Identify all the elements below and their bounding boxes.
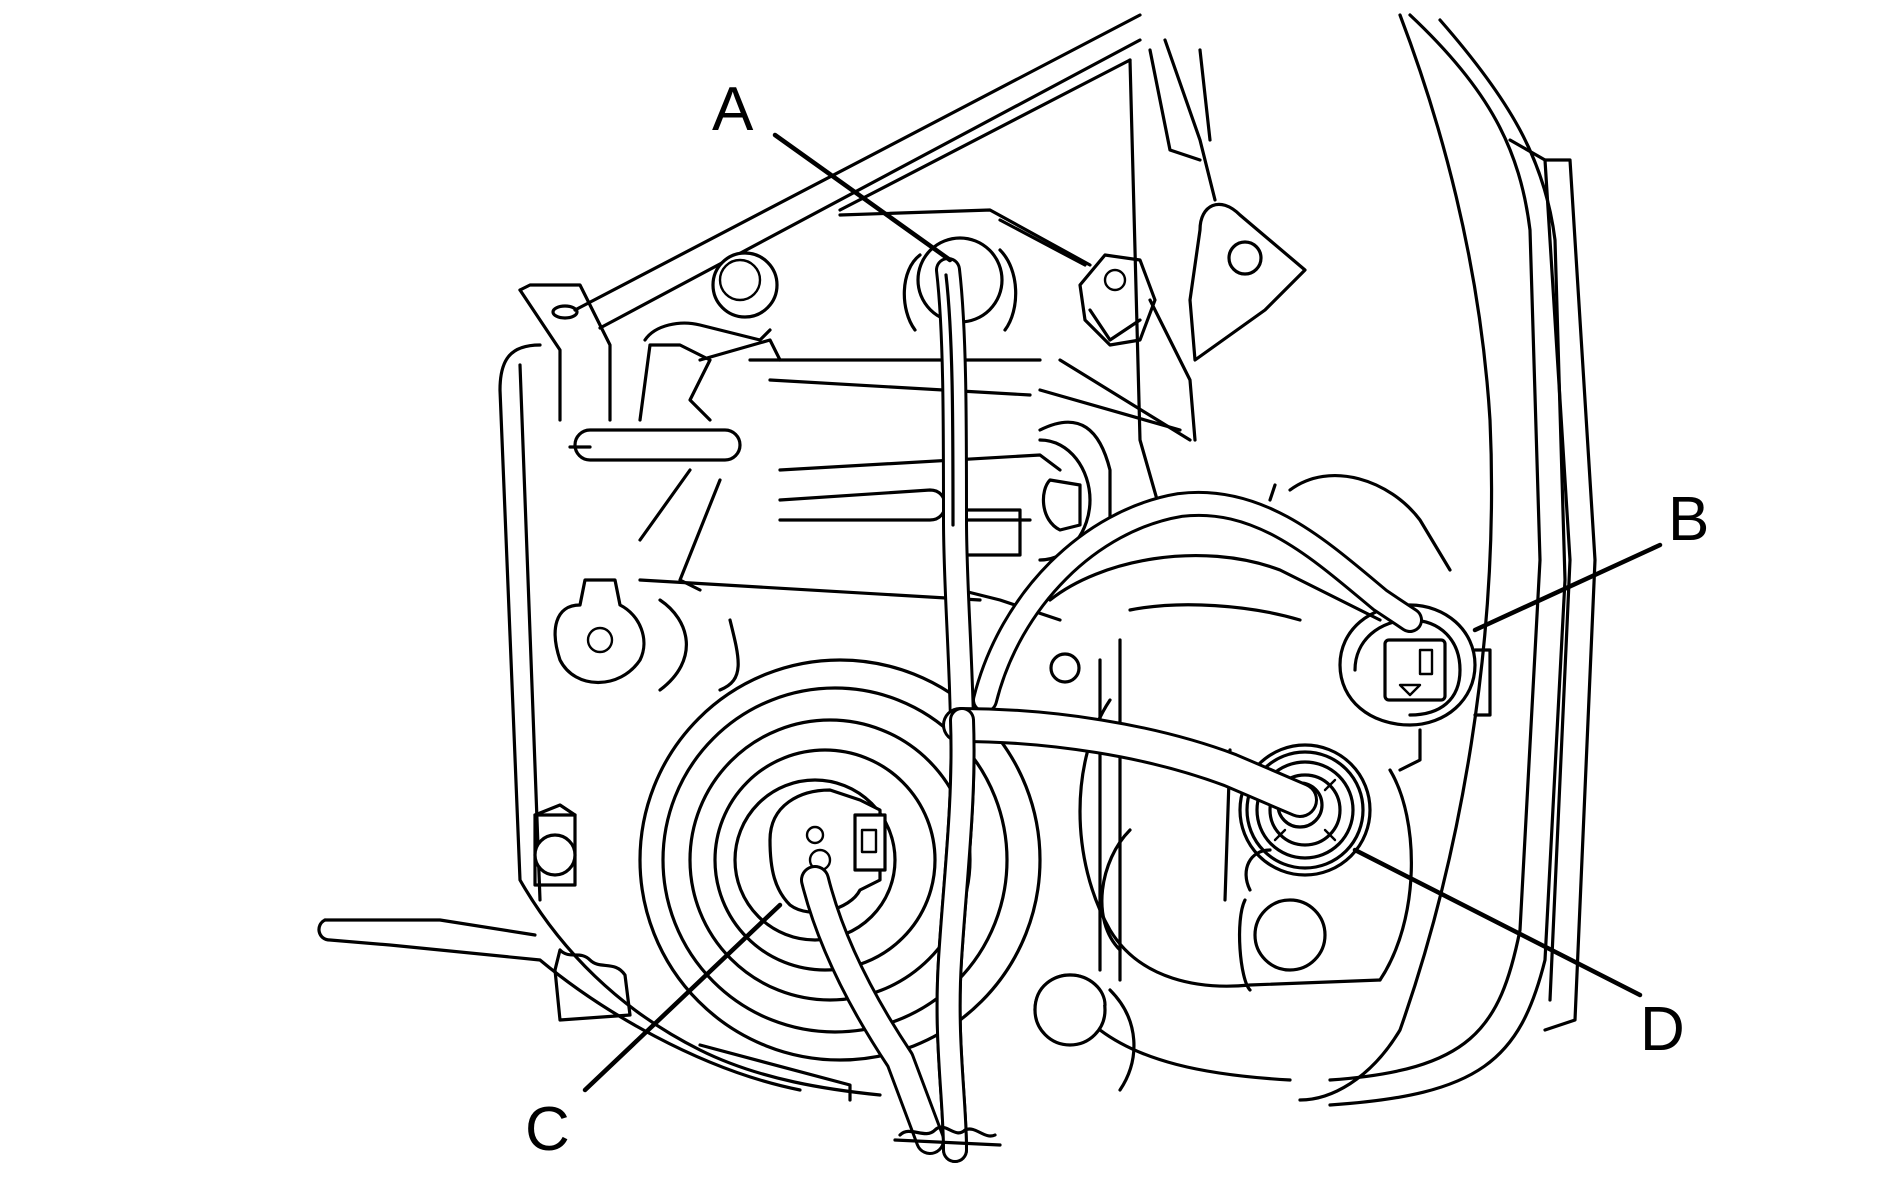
callout-label-b: B	[1668, 485, 1709, 554]
callout-c-leader	[582, 902, 783, 1093]
callout-label-d: D	[1640, 995, 1685, 1064]
center-bolt-hole	[1033, 638, 1136, 1092]
callout-b-leader	[1472, 542, 1663, 633]
low-beam-bowl	[638, 658, 1042, 1062]
upper-right-boss	[1128, 38, 1307, 512]
housing-outline	[317, 13, 1597, 1107]
mounting-bracket	[518, 251, 1042, 462]
callout-leaders	[582, 132, 1663, 1093]
upper-socket	[838, 208, 1092, 332]
callout-label-a: A	[712, 75, 754, 144]
callout-a-leader	[772, 132, 953, 263]
housing-ribs	[533, 358, 1192, 1022]
wiring-harness	[800, 257, 1423, 1163]
callout-d-leader	[1352, 847, 1643, 998]
callout-label-c: C	[525, 1095, 570, 1164]
